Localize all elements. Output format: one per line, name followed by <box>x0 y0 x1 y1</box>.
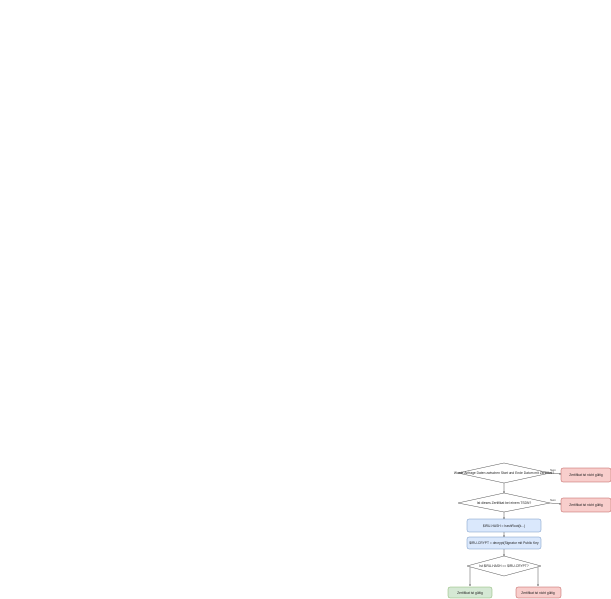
reject-node-3-label: Zertifikat ist nicht gültig <box>521 591 555 595</box>
decision-node-2-label: Ist dieses Zertifikat bei einem TSDN? <box>477 501 532 505</box>
process-node-1[interactable] <box>466 518 542 533</box>
reject-node-1[interactable] <box>560 467 611 483</box>
accept-node[interactable] <box>447 586 493 599</box>
edge-decision1-reject1 <box>549 472 562 475</box>
reject-node-2-label: Zertifikat ist nicht gültig <box>569 503 603 507</box>
nodes-group: Wurde Anfrage Daten zwischen Start und E… <box>447 462 611 599</box>
process-node-1-label: $IRU-HASH = hashRoot(k...) <box>483 524 525 528</box>
edge-label-nein-1: Nein <box>550 468 556 472</box>
decision-node-2[interactable] <box>457 492 551 513</box>
edge-label-nein-2: Nein <box>550 498 556 502</box>
edge-decision2-reject2 <box>549 502 562 505</box>
edges-group: Nein Nein <box>469 468 562 587</box>
decision-node-1-label: Wurde Anfrage Daten zwischen Start und E… <box>454 471 555 475</box>
reject-node-2[interactable] <box>560 497 611 513</box>
decision-node-3[interactable] <box>466 555 542 577</box>
accept-node-label: Zertifikat ist gültig <box>457 591 483 595</box>
reject-node-1-label: Zertifikat ist nicht gültig <box>569 473 603 477</box>
decision-node-1[interactable] <box>457 462 551 484</box>
process-node-2[interactable] <box>466 536 542 550</box>
reject-node-3[interactable] <box>515 586 562 599</box>
process-node-2-label: $IRU-CRYPT = decrypt(Signatur mit Public… <box>469 541 539 545</box>
decision-node-3-label: Ist $IRU-HASH == $IRU-CRYPT? <box>479 564 529 568</box>
